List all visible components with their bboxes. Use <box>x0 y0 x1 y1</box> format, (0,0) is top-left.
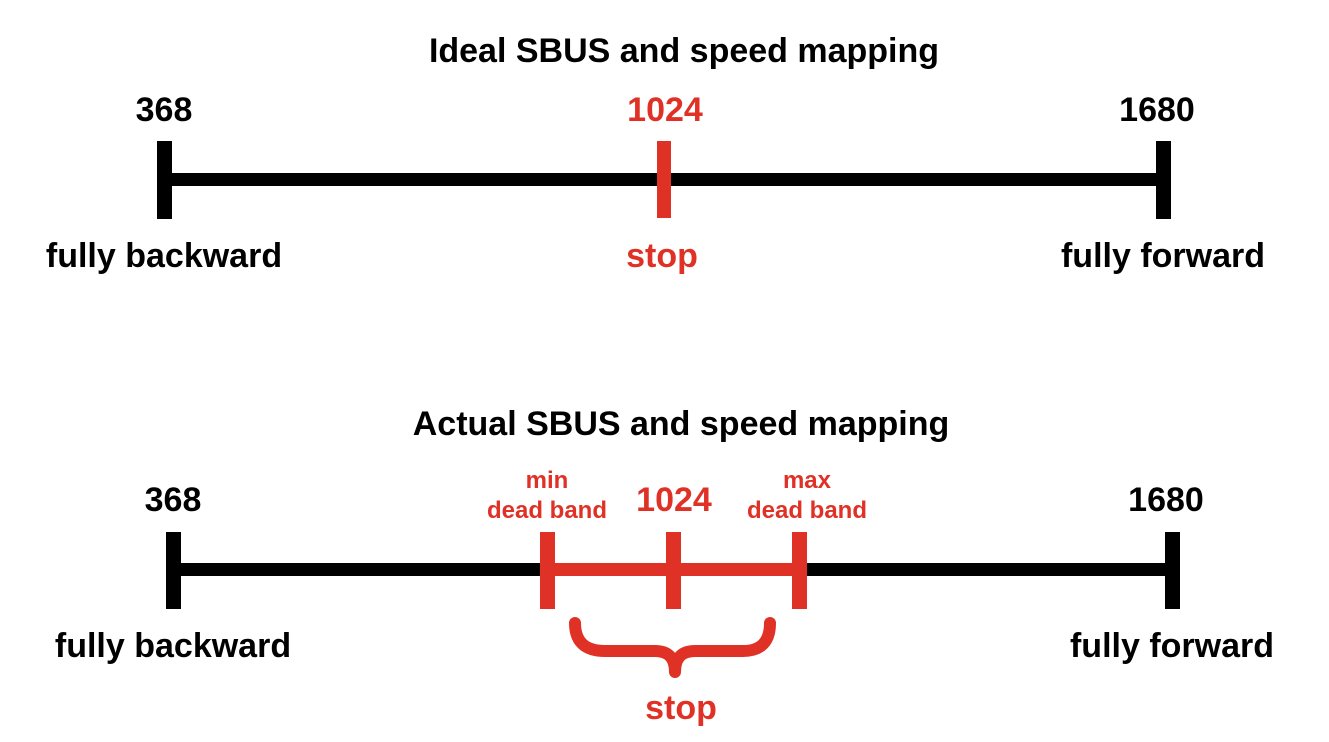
ideal-max-tick <box>1156 141 1171 219</box>
ideal-center-label: stop <box>626 237 698 275</box>
ideal-min-value: 368 <box>136 91 193 129</box>
ideal-mapping: Ideal SBUS and speed mapping 368 1024 16… <box>46 32 1265 275</box>
actual-min-tick <box>166 532 181 609</box>
deadband-max-label-line1: max <box>783 467 832 494</box>
ideal-center-value: 1024 <box>627 91 703 129</box>
actual-min-label: fully backward <box>55 627 291 665</box>
actual-min-value: 368 <box>145 481 202 519</box>
stop-label: stop <box>645 689 717 727</box>
deadband-max-label-line2: dead band <box>747 497 867 524</box>
deadband-min-label-line1: min <box>526 467 569 494</box>
ideal-max-value: 1680 <box>1119 91 1195 129</box>
actual-mapping: Actual SBUS and speed mapping 368 1024 1… <box>55 405 1274 727</box>
actual-title: Actual SBUS and speed mapping <box>413 405 950 443</box>
actual-max-value: 1680 <box>1128 481 1204 519</box>
actual-center-tick <box>666 532 681 609</box>
actual-max-label: fully forward <box>1070 627 1274 665</box>
ideal-min-tick <box>157 141 172 219</box>
stop-brace <box>569 617 776 678</box>
deadband-min-tick <box>540 532 555 609</box>
actual-center-value: 1024 <box>636 481 712 519</box>
deadband-min-label-line2: dead band <box>487 497 607 524</box>
ideal-center-tick <box>657 141 671 218</box>
ideal-title: Ideal SBUS and speed mapping <box>429 32 939 70</box>
deadband-max-tick <box>792 532 807 609</box>
ideal-max-label: fully forward <box>1061 237 1265 275</box>
ideal-min-label: fully backward <box>46 237 282 275</box>
actual-max-tick <box>1165 532 1180 609</box>
